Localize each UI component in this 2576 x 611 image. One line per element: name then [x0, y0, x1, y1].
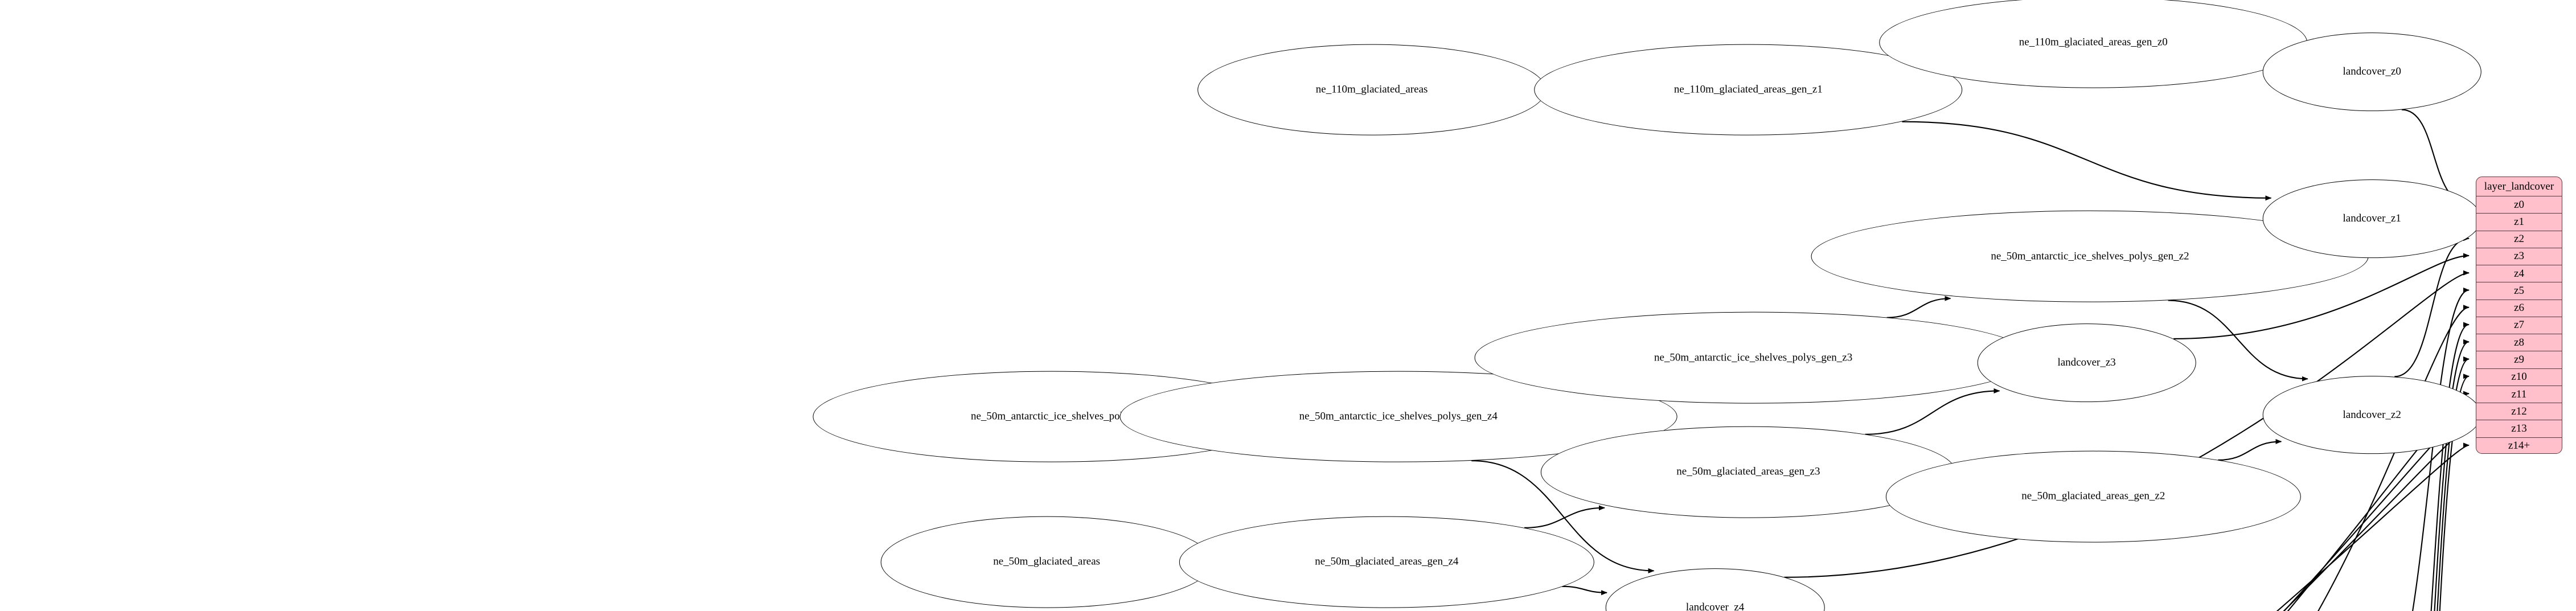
legend-row-z2[interactable]: z2: [2476, 230, 2562, 248]
graph-node-ne_50m_glaciated_areas[interactable]: ne_50m_glaciated_areas: [880, 516, 1213, 608]
graph-edge-ne_50m_antarctic_ice_shelves_polys_gen_z2-to-landcover_z2: [2168, 300, 2308, 382]
graph-node-landcover_z2[interactable]: landcover_z2: [2262, 375, 2481, 454]
graph-node-label: ne_50m_glaciated_areas_gen_z2: [2021, 490, 2165, 503]
legend-header: layer_landcover: [2484, 180, 2554, 192]
legend-row-z12[interactable]: z12: [2476, 403, 2562, 420]
graph-node-label: ne_110m_glaciated_areas: [1315, 83, 1428, 96]
graph-edge-osm_landcover_gen_z7-to-legend-z7: [2430, 322, 2470, 611]
legend-row-z10[interactable]: z10: [2476, 368, 2562, 386]
graph-node-ne_110m_glaciated_areas[interactable]: ne_110m_glaciated_areas: [1197, 44, 1546, 136]
graph-edge-landcover_z5-to-legend-z5: [2412, 288, 2470, 611]
graph-edge-ne_50m_glaciated_areas_gen_z3-to-landcover_z3: [1865, 388, 2000, 435]
legend-row-z14+[interactable]: z14+: [2476, 437, 2562, 453]
legend-row-z9[interactable]: z9: [2476, 351, 2562, 368]
legend-row-z8[interactable]: z8: [2476, 334, 2562, 351]
graph-node-label: ne_50m_antarctic_ice_shelves_polys_gen_z…: [1654, 351, 1853, 364]
graph-edge-ne_50m_glaciated_areas_gen_z4-to-landcover_z4: [1562, 585, 1608, 596]
graph-node-landcover_z0[interactable]: landcover_z0: [2262, 32, 2481, 112]
legend-row-z3[interactable]: z3: [2476, 247, 2562, 265]
graph-node-label: ne_50m_antarctic_ice_shelves_polys_gen_z…: [1299, 410, 1498, 423]
graph-node-label: ne_50m_glaciated_areas: [993, 555, 1101, 568]
graph-node-ne_110m_glaciated_areas_gen_z1[interactable]: ne_110m_glaciated_areas_gen_z1: [1534, 44, 1963, 136]
legend-row-z13[interactable]: z13: [2476, 420, 2562, 437]
graph-node-ne_50m_glaciated_areas_gen_z3[interactable]: ne_50m_glaciated_areas_gen_z3: [1541, 426, 1956, 518]
graph-edge-ne_50m_glaciated_areas_gen_z2-to-landcover_z2: [2218, 438, 2282, 461]
legend-row-z7[interactable]: z7: [2476, 316, 2562, 334]
graph-node-landcover_z3[interactable]: landcover_z3: [1977, 323, 2196, 402]
graph-node-landcover_z1[interactable]: landcover_z1: [2262, 179, 2481, 259]
graph-node-label: ne_50m_glaciated_areas_gen_z4: [1315, 555, 1459, 568]
graph-edge-osm_landcover_polygon-to-legend-z14+: [2276, 442, 2470, 611]
graph-edge-ne_50m_antarctic_ice_shelves_polys_gen_z4-to-landcover_z4: [1471, 460, 1655, 573]
graph-edge-ne_50m_antarctic_ice_shelves_polys_gen_z3-to-ne_50m_antarctic_ice_shelves_polys_gen_z2: [1886, 296, 1951, 318]
graph-edge-landcover_z2-to-legend-z2: [2394, 236, 2470, 378]
graph-node-label: ne_110m_glaciated_areas_gen_z1: [1673, 83, 1823, 96]
graph-edge-osm_landcover_gen_z13-to-legend-z13: [2283, 425, 2470, 611]
graph-node-ne_50m_glaciated_areas_gen_z4[interactable]: ne_50m_glaciated_areas_gen_z4: [1179, 516, 1594, 608]
legend-row-z5[interactable]: z5: [2476, 282, 2562, 299]
graph-edge-landcover_z4-to-legend-z4: [1784, 270, 2470, 578]
legend-row-z1[interactable]: z1: [2476, 213, 2562, 230]
legend-row-z6[interactable]: z6: [2476, 299, 2562, 317]
graph-edge-ne_50m_glaciated_areas_gen_z4-to-ne_50m_glaciated_areas_gen_z3: [1524, 505, 1605, 528]
graph-node-ne_50m_antarctic_ice_shelves_polys_gen_z3[interactable]: ne_50m_antarctic_ice_shelves_polys_gen_z…: [1474, 311, 2032, 404]
graph-edge-landcover_z3-to-legend-z3: [2173, 253, 2470, 340]
graph-node-label: landcover_z1: [2343, 212, 2401, 225]
graph-node-label: landcover_z0: [2343, 65, 2401, 78]
graph-node-label: landcover_z3: [2057, 356, 2116, 368]
graph-edge-osm_landcover_gen_z8-to-legend-z8: [2434, 339, 2470, 611]
graph-edge-landcover_z6-to-legend-z6: [2317, 305, 2470, 611]
legend-row-z11[interactable]: z11: [2476, 385, 2562, 403]
graph-edge-osm_landcover_gen_z12-to-legend-z12: [2283, 408, 2470, 611]
graph-node-label: ne_110m_glaciated_areas_gen_z0: [2019, 36, 2168, 48]
graph-node-ne_110m_glaciated_areas_gen_z0[interactable]: ne_110m_glaciated_areas_gen_z0: [1879, 0, 2308, 88]
graph-edge-osm_landcover_gen_z11-to-legend-z11: [2287, 391, 2470, 611]
graph-node-label: ne_50m_antarctic_ice_shelves_polys_gen_z…: [1991, 250, 2189, 263]
graph-node-label: ne_50m_antarctic_ice_shelves_polys: [970, 410, 1133, 423]
legend-row-z4[interactable]: z4: [2476, 265, 2562, 282]
graph-edge-ne_110m_glaciated_areas_gen_z1-to-landcover_z1: [1902, 121, 2272, 201]
graph-node-label: ne_50m_glaciated_areas_gen_z3: [1676, 466, 1820, 478]
graph-node-ne_50m_glaciated_areas_gen_z2[interactable]: ne_50m_glaciated_areas_gen_z2: [1886, 450, 2301, 543]
graph-node-label: landcover_z2: [2343, 408, 2401, 421]
legend-row-z0[interactable]: z0: [2476, 196, 2562, 213]
graph-node-label: landcover_z4: [1685, 601, 1745, 611]
